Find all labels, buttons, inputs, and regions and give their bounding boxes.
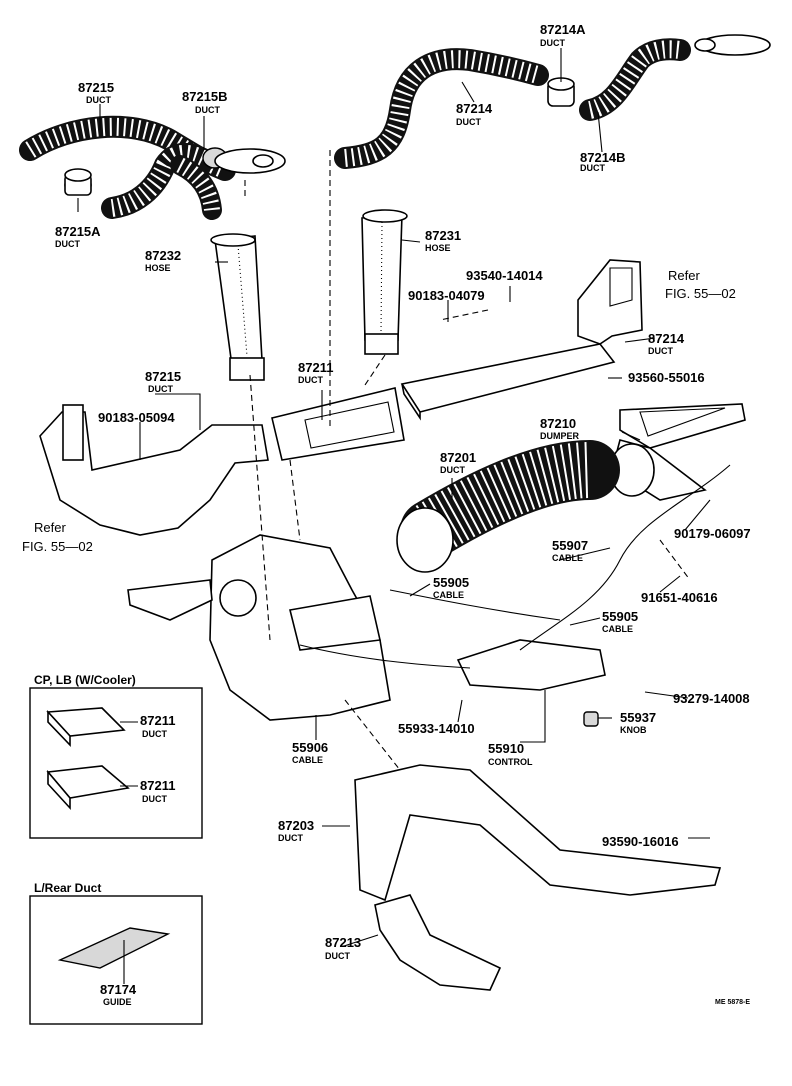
label-87215b-name: DUCT — [195, 105, 220, 115]
label-87215-top-number: 87215 — [78, 80, 114, 95]
label-87214a-number: 87214A — [540, 22, 586, 37]
label-93279-14008: 93279-14008 — [673, 691, 750, 706]
label-55937-number: 55937 — [620, 710, 656, 725]
refer-top-right-word: Refer — [668, 268, 700, 283]
label-93590-16016: 93590-16016 — [602, 834, 679, 849]
label-55905-b-name: CABLE — [602, 624, 633, 634]
label-90183-04079: 90183-04079 — [408, 288, 485, 303]
label-87174-name: GUIDE — [103, 997, 132, 1007]
label-87211-mid-number: 87211 — [298, 360, 333, 375]
duct-87215-top-hose — [19, 115, 236, 220]
label-87211-mid-name: DUCT — [298, 375, 323, 385]
cooler-box-title: CP, LB (W/Cooler) — [34, 673, 136, 687]
cooler-variant-box — [29, 687, 203, 839]
label-55907-name: CABLE — [552, 553, 583, 563]
label-55907-number: 55907 — [552, 538, 588, 553]
label-90179-06097: 90179-06097 — [674, 526, 751, 541]
label-box1-87211-a-name: DUCT — [142, 729, 167, 739]
label-87231-name: HOSE — [425, 243, 451, 253]
label-87203-number: 87203 — [278, 818, 314, 833]
label-box1-87211-b-name: DUCT — [142, 794, 167, 804]
refer-left-word: Refer — [34, 520, 66, 535]
leader-lines — [77, 48, 711, 984]
label-87213-number: 87213 — [325, 935, 361, 950]
label-87214b-name: DUCT — [580, 163, 605, 173]
control-55910 — [456, 639, 606, 691]
label-55905-a-name: CABLE — [433, 590, 464, 600]
hose-87231 — [361, 209, 408, 355]
label-55910-name: CONTROL — [488, 757, 533, 767]
rear-duct-box — [29, 895, 203, 1025]
label-box1-87211-b-number: 87211 — [140, 778, 175, 793]
label-90183-05094: 90183-05094 — [98, 410, 175, 425]
label-87215-mid-number: 87215 — [145, 369, 181, 384]
label-87210-number: 87210 — [540, 416, 576, 431]
label-87210-name: DUMPER — [540, 431, 580, 441]
label-87214-top-name: DUCT — [456, 117, 481, 127]
knob-55937 — [583, 711, 599, 727]
duct-87201-bellows — [396, 440, 620, 573]
label-87214a-name: DUCT — [540, 38, 565, 48]
duct-87211-mid — [271, 387, 405, 461]
refer-top-right-fig: FIG. 55—02 — [665, 286, 736, 301]
refer-left-fig: FIG. 55—02 — [22, 539, 93, 554]
label-87214-top-number: 87214 — [456, 101, 493, 116]
diagram-code: ME 5878-E — [715, 999, 750, 1006]
label-93540-14014: 93540-14014 — [466, 268, 543, 283]
duct-87215b-connector — [202, 147, 286, 174]
label-87214-mid-name: DUCT — [648, 346, 673, 356]
label-box1-87211-a-number: 87211 — [140, 713, 175, 728]
duct-87214-top-hose — [334, 48, 549, 169]
label-87215-top-name: DUCT — [86, 95, 111, 105]
label-55910-number: 55910 — [488, 741, 524, 756]
label-87232-name: HOSE — [145, 263, 171, 273]
box1-duct-top — [46, 707, 126, 747]
label-87201-name: DUCT — [440, 465, 465, 475]
label-91651-40616: 91651-40616 — [641, 590, 718, 605]
label-55905-b-number: 55905 — [602, 609, 638, 624]
label-55906-name: CABLE — [292, 755, 323, 765]
label-87215-mid-name: DUCT — [148, 384, 173, 394]
label-87214-mid-number: 87214 — [648, 331, 685, 346]
rear-box-title: L/Rear Duct — [34, 881, 101, 895]
label-87214b-number: 87214B — [580, 150, 626, 165]
heater-unit — [127, 534, 391, 721]
duct-87215-mid — [39, 404, 269, 536]
label-87232-number: 87232 — [145, 248, 181, 263]
guide-dash-lines — [244, 150, 691, 771]
label-55905-a-number: 55905 — [433, 575, 469, 590]
label-55933-14010: 55933-14010 — [398, 721, 475, 736]
label-87215a-number: 87215A — [55, 224, 101, 239]
guide-87174 — [57, 927, 171, 969]
label-87215a-name: DUCT — [55, 239, 80, 249]
label-55906-number: 55906 — [292, 740, 328, 755]
label-93560-55016: 93560-55016 — [628, 370, 705, 385]
label-87231-number: 87231 — [425, 228, 461, 243]
dumper-87210 — [609, 403, 746, 501]
hose-87232 — [210, 233, 265, 381]
label-87174-number: 87174 — [100, 982, 137, 997]
label-55937-name: KNOB — [620, 725, 647, 735]
duct-87214b-hose — [579, 34, 771, 121]
duct-87215a-sleeve — [64, 168, 92, 196]
cables — [299, 464, 731, 669]
duct-87203 — [354, 764, 722, 902]
duct-87214a-sleeve — [547, 77, 575, 107]
duct-87214-mid — [400, 259, 643, 421]
label-87201-number: 87201 — [440, 450, 476, 465]
label-87215b-number: 87215B — [182, 89, 228, 104]
label-87213-name: DUCT — [325, 951, 350, 961]
box1-duct-bottom — [46, 765, 130, 811]
label-87203-name: DUCT — [278, 833, 303, 843]
duct-87213 — [374, 894, 502, 991]
